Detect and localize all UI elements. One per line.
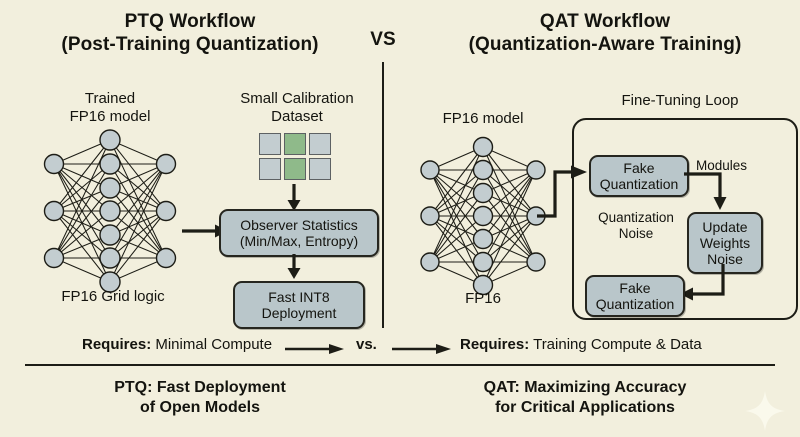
ptq-dataset-caption-line2: Dataset bbox=[271, 108, 323, 125]
ptq-title: PTQ Workflow (Post-Training Quantization… bbox=[30, 10, 350, 56]
qat-arrow-fake-quant-to-update bbox=[684, 168, 736, 212]
fine-tuning-loop-container bbox=[572, 118, 798, 320]
ptq-network-svg bbox=[43, 129, 177, 293]
ptq-title-line2: (Post-Training Quantization) bbox=[61, 34, 319, 55]
vs-label: VS bbox=[370, 29, 396, 50]
dataset-cell bbox=[284, 158, 306, 180]
ptq-footer-line2: of Open Models bbox=[140, 399, 260, 416]
dataset-cell bbox=[284, 133, 306, 155]
fake-quantization-top-box[interactable]: Fake Quantization bbox=[589, 155, 689, 197]
quantization-noise-line2: Noise bbox=[618, 226, 654, 241]
dataset-cell bbox=[259, 133, 281, 155]
ptq-model-footer: FP16 Grid logic bbox=[61, 288, 165, 305]
arrow-elbow-left-icon bbox=[680, 264, 725, 301]
update-box-line2: Weights bbox=[699, 235, 751, 251]
qat-neural-network-graphic bbox=[418, 136, 548, 296]
network-nodes bbox=[420, 136, 546, 296]
requires-vs-label: vs. bbox=[356, 336, 377, 353]
deployment-box-line1: Fast INT8 bbox=[268, 289, 330, 305]
qat-footer-line1: QAT: Maximizing Accuracy bbox=[483, 379, 687, 396]
quantization-noise-label: Quantization Noise bbox=[586, 210, 686, 242]
ptq-model-caption-line2: FP16 model bbox=[69, 108, 151, 125]
ptq-model-caption: Trained FP16 model bbox=[30, 90, 190, 126]
ptq-neural-network-graphic bbox=[40, 129, 180, 293]
ptq-dataset-caption-line1: Small Calibration bbox=[240, 90, 354, 107]
quantization-noise-line1: Quantization bbox=[598, 210, 674, 225]
requires-arrow-left bbox=[285, 342, 347, 356]
arrow-elbow-icon bbox=[537, 165, 587, 218]
arrow-right-icon bbox=[392, 344, 451, 354]
dataset-cell bbox=[309, 133, 331, 155]
qat-network-svg bbox=[420, 136, 546, 296]
calibration-dataset-grid bbox=[259, 133, 331, 180]
qat-title-line2: (Quantization-Aware Training) bbox=[468, 34, 742, 55]
qat-footer-summary: QAT: Maximizing Accuracy for Critical Ap… bbox=[400, 378, 770, 418]
observer-box-line1: Observer Statistics bbox=[240, 217, 358, 233]
qat-arrow-update-to-fake-quant bbox=[676, 264, 738, 308]
requires-right-bold: Requires: bbox=[460, 336, 530, 353]
fake-quant-top-line1: Fake bbox=[623, 160, 655, 176]
modules-label: Modules bbox=[696, 158, 748, 173]
dataset-cell bbox=[259, 158, 281, 180]
qat-title: QAT Workflow (Quantization-Aware Trainin… bbox=[420, 10, 790, 56]
arrow-elbow-down-icon bbox=[684, 172, 727, 210]
ptq-model-caption-line1: Trained bbox=[84, 90, 136, 107]
ptq-arrow-observer-to-deployment bbox=[285, 254, 303, 280]
requires-left-text: Minimal Compute bbox=[151, 336, 273, 353]
ptq-arrow-dataset-to-observer bbox=[285, 184, 303, 212]
ptq-dataset-caption: Small Calibration Dataset bbox=[222, 90, 372, 126]
requires-left-bold: Requires: bbox=[82, 336, 152, 353]
fine-tuning-loop-title: Fine-Tuning Loop bbox=[621, 92, 739, 109]
network-nodes bbox=[43, 129, 177, 293]
update-weights-noise-box[interactable]: Update Weights Noise bbox=[687, 212, 763, 274]
footer-divider-horizontal bbox=[25, 364, 775, 366]
requires-arrow-right bbox=[392, 342, 454, 356]
requires-right-text: Training Compute & Data bbox=[529, 336, 702, 353]
dataset-cell bbox=[309, 158, 331, 180]
requires-left: Requires: Minimal Compute bbox=[82, 336, 272, 354]
qat-model-footer: FP16 bbox=[465, 290, 501, 307]
qat-model-caption: FP16 model bbox=[442, 110, 524, 127]
arrow-down-icon bbox=[287, 184, 301, 211]
fake-quant-bottom-line2: Quantization bbox=[595, 296, 675, 312]
observer-statistics-box[interactable]: Observer Statistics (Min/Max, Entropy) bbox=[219, 209, 379, 257]
qat-footer-line2: for Critical Applications bbox=[495, 399, 675, 416]
update-box-line1: Update bbox=[702, 219, 748, 235]
qat-arrow-model-to-fake-quant bbox=[537, 160, 589, 224]
fake-quant-top-line2: Quantization bbox=[599, 176, 679, 192]
ptq-footer-summary: PTQ: Fast Deployment of Open Models bbox=[30, 378, 370, 418]
fake-quant-bottom-line1: Fake bbox=[619, 280, 651, 296]
ptq-footer-line1: PTQ: Fast Deployment bbox=[114, 379, 286, 396]
deployment-box-line2: Deployment bbox=[261, 305, 337, 321]
arrow-down-icon bbox=[287, 254, 301, 279]
observer-box-line2: (Min/Max, Entropy) bbox=[239, 233, 359, 249]
qat-title-line1: QAT Workflow bbox=[539, 11, 671, 32]
panel-divider-vertical bbox=[382, 62, 384, 328]
requires-right: Requires: Training Compute & Data bbox=[460, 336, 702, 354]
fast-int8-deployment-box[interactable]: Fast INT8 Deployment bbox=[233, 281, 365, 329]
update-box-line3: Noise bbox=[707, 251, 743, 267]
ptq-title-line1: PTQ Workflow bbox=[124, 11, 256, 32]
arrow-right-icon bbox=[285, 344, 344, 354]
fake-quantization-bottom-box[interactable]: Fake Quantization bbox=[585, 275, 685, 317]
